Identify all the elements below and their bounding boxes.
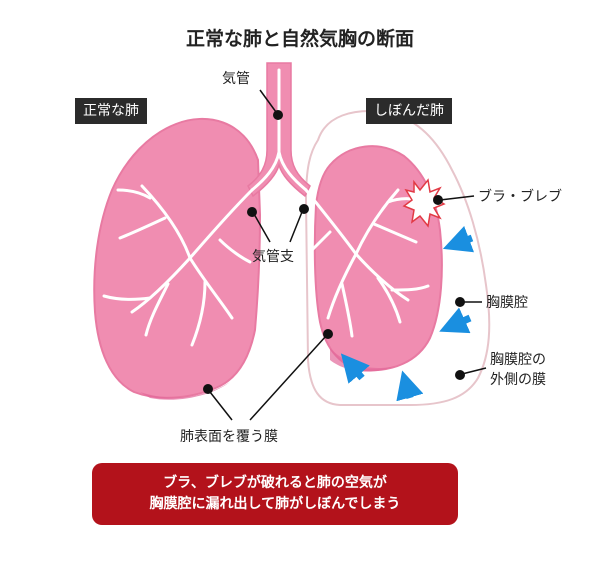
air-arrow-1 [442, 225, 475, 253]
left-bronchial-tree [102, 184, 254, 347]
diagram-title: 正常な肺と自然気胸の断面 [185, 28, 414, 50]
leader-lines [209, 89, 487, 421]
bulla-bleb-label: ブラ・ブレブ [478, 189, 562, 205]
outer-pleura-label-line2: 外側の膜 [490, 372, 546, 388]
bronchi-leader-left [253, 213, 271, 243]
air-arrow-2 [439, 307, 472, 334]
normal-lung-tag: 正常な肺 [75, 98, 147, 124]
air-arrow-4 [396, 370, 424, 402]
collapsed-lung [313, 145, 443, 372]
outer-pleura-label-line1: 胸膜腔の [490, 352, 546, 368]
trachea-label: 気管 [222, 71, 250, 87]
air-arrow-3 [340, 353, 370, 384]
bulla-burst-icon [402, 178, 446, 228]
pleural-cavity-label: 胸膜腔 [486, 295, 528, 311]
bronchi-label: 気管支 [252, 249, 294, 265]
collapsed-lung-tag: しぼんだ肺 [366, 98, 452, 124]
normal-lung [93, 117, 262, 399]
explanation-line1: ブラ、ブレブが破れると肺の空気が [163, 475, 387, 491]
leader-dots [203, 110, 465, 394]
bronchi-leader-right [289, 211, 303, 243]
explanation-banner: ブラ、ブレブが破れると肺の空気が 胸膜腔に漏れ出して肺がしぼんでしまう [92, 463, 458, 525]
air-leak-arrows [340, 225, 475, 402]
trachea-leader [259, 89, 277, 113]
outer-membrane-leader [461, 367, 487, 375]
explanation-line2: 胸膜腔に漏れ出して肺がしぼんでしまう [149, 496, 401, 512]
outer-pleura-label: 胸膜腔の 外側の膜 [490, 350, 546, 390]
right-bronchial-tree [304, 188, 430, 338]
surface-membrane-leader-right [249, 335, 327, 421]
lung-surface-membrane-label: 肺表面を覆う膜 [180, 429, 278, 445]
surface-membrane-leader-left [209, 391, 233, 421]
bulla-leader [439, 195, 475, 201]
